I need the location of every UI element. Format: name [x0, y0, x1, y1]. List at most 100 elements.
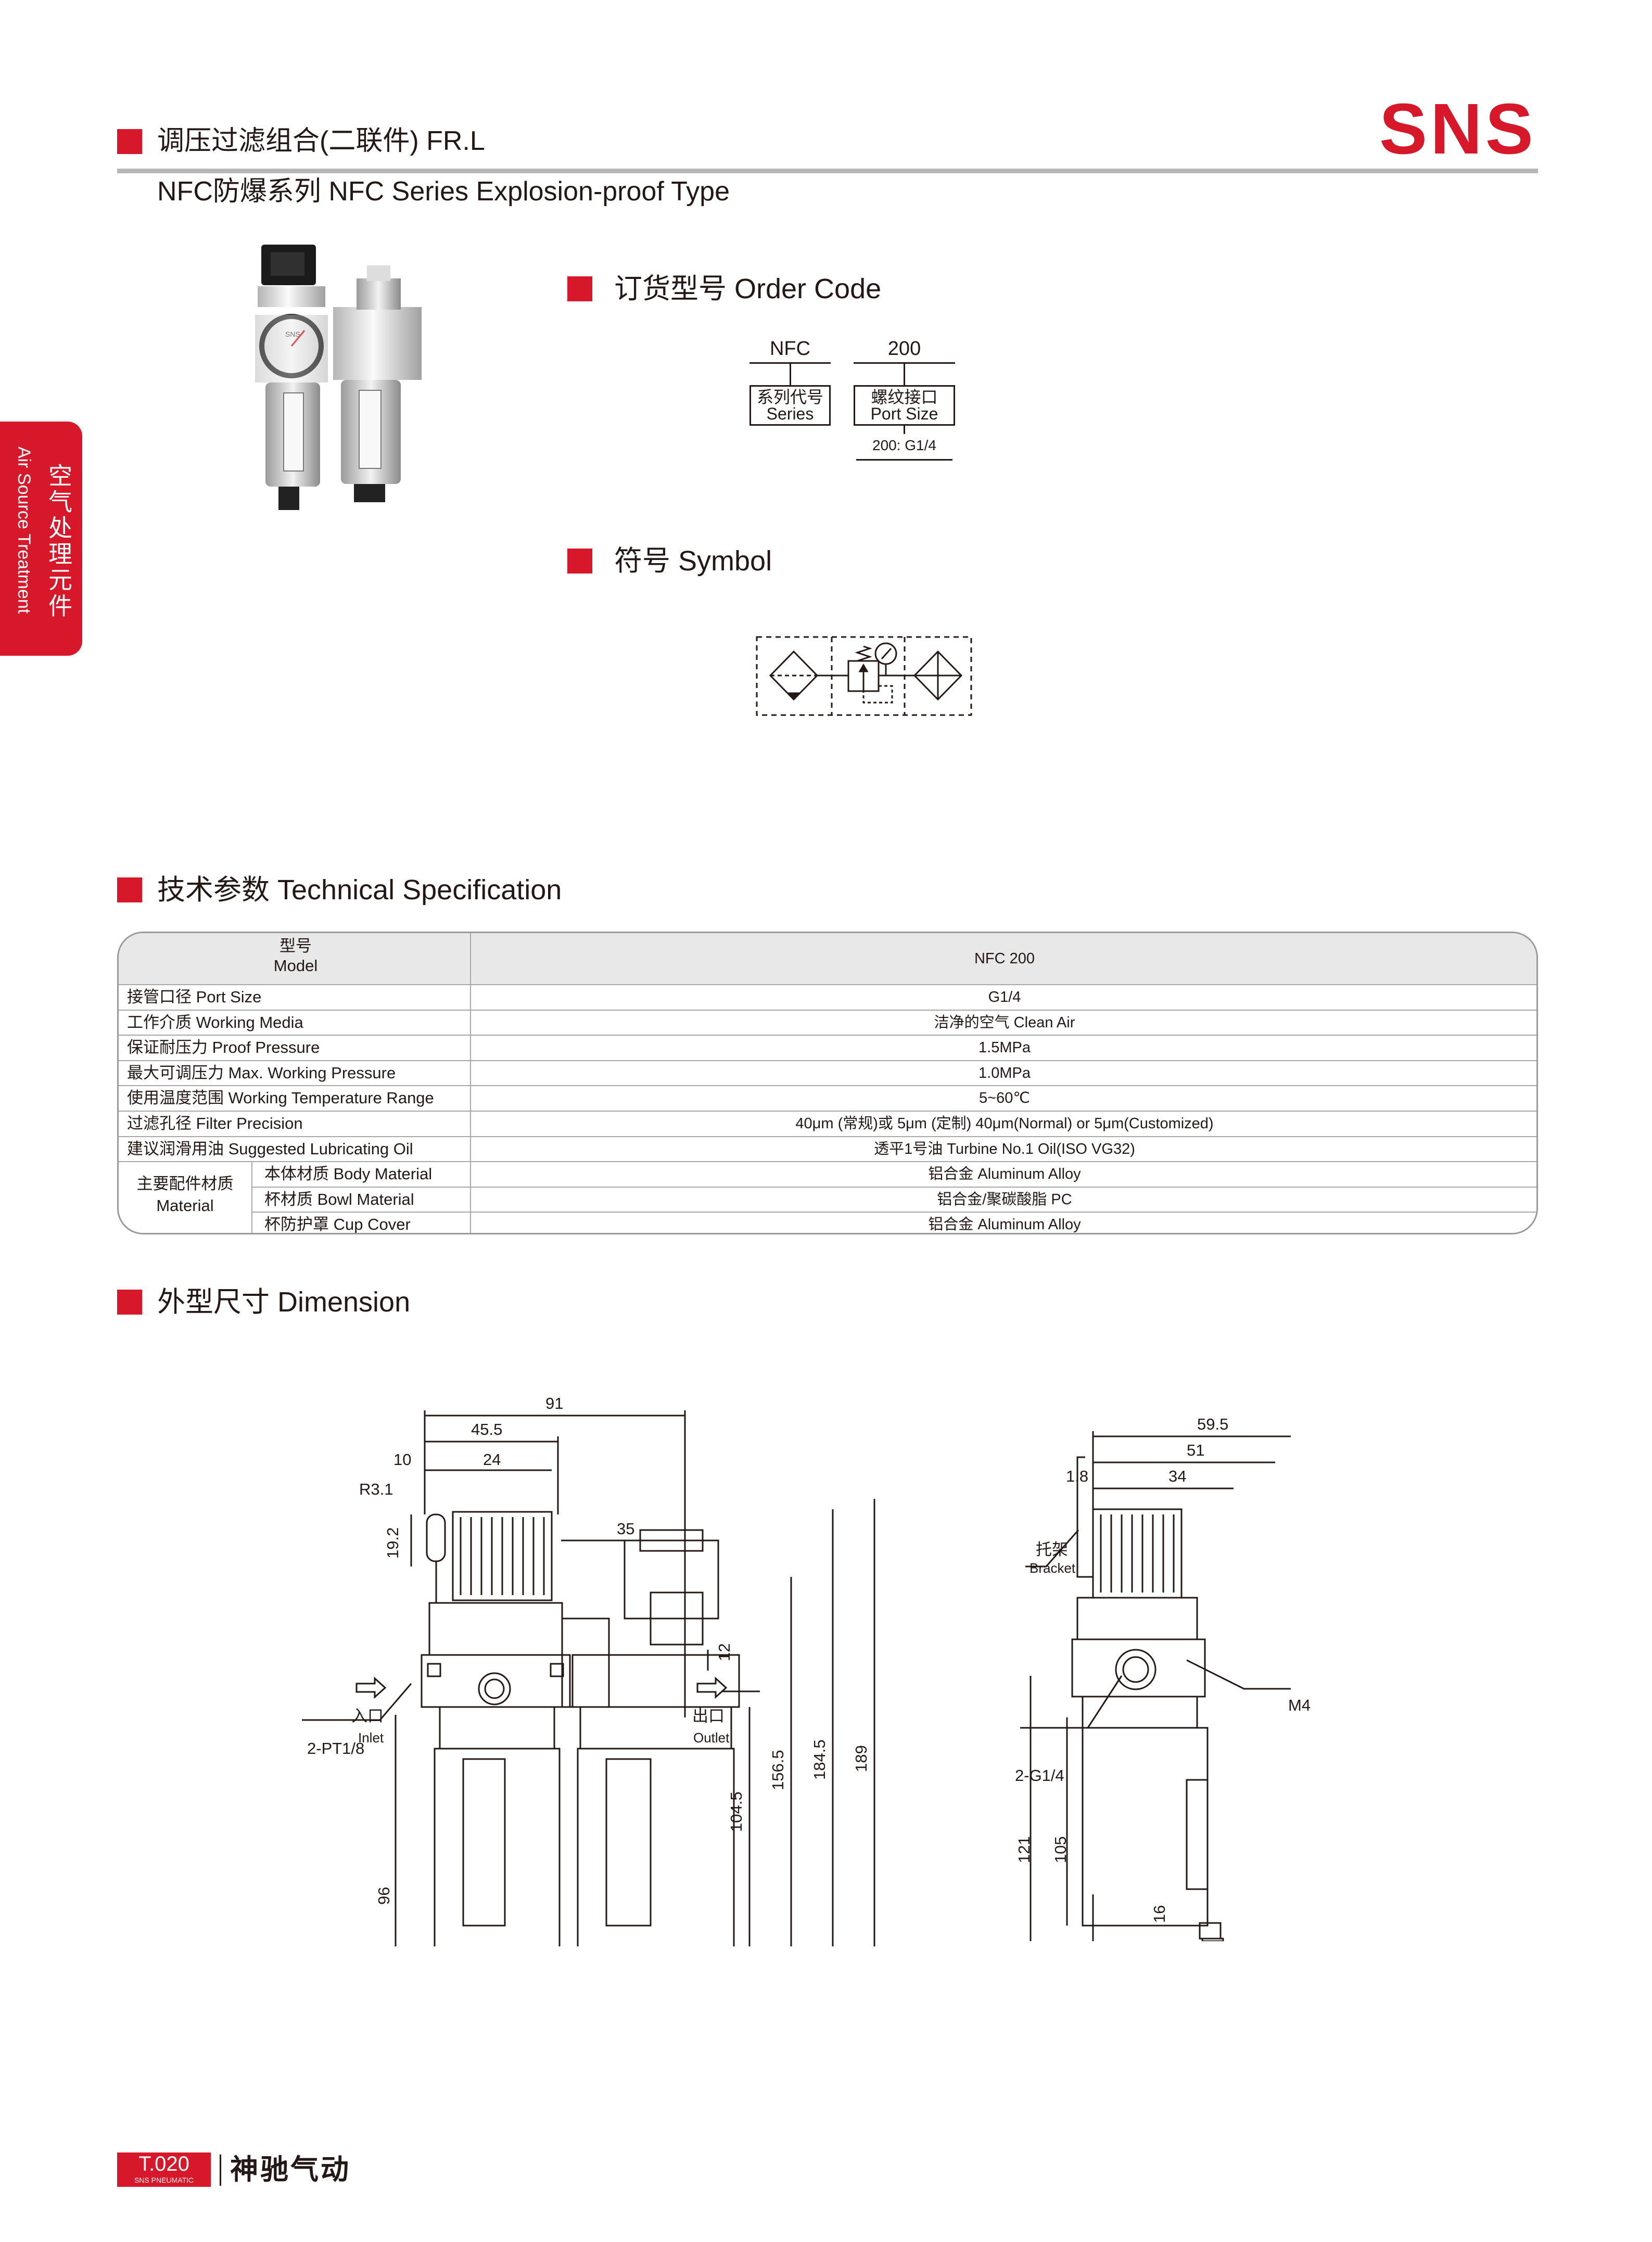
spec-row: 接管口径 Port Size G1/4: [119, 984, 1536, 1010]
material-row-value: 铝合金 Aluminum Alloy: [928, 1216, 1081, 1233]
symbol-marker: [567, 549, 592, 574]
order-code-marker: [567, 276, 592, 301]
series-code-stem: [790, 362, 791, 385]
dim-105: 105: [1051, 1836, 1070, 1863]
inlet-cn: 入口: [351, 1707, 384, 1725]
footer-divider: [220, 2155, 221, 2186]
port-code-stem: [904, 362, 905, 385]
dim-189: 189: [852, 1745, 870, 1772]
spec-marker: [117, 877, 142, 902]
spec-row-label: 接管口径 Port Size: [127, 988, 262, 1006]
dim-91: 91: [545, 1395, 563, 1412]
bracket-en: Bracket: [1030, 1560, 1076, 1576]
spec-row-value: 5~60℃: [979, 1090, 1030, 1107]
spec-row-value: 1.0MPa: [979, 1064, 1031, 1081]
outlet-en: Outlet: [693, 1730, 730, 1746]
page-subtitle: NFC防爆系列 NFC Series Explosion-proof Type: [157, 176, 730, 207]
spec-row-label: 最大可调压力 Max. Working Pressure: [127, 1063, 396, 1082]
material-row-label: 杯材质 Bowl Material: [264, 1190, 414, 1208]
thread-m4: M4: [1288, 1696, 1311, 1714]
port-option-underline: [856, 459, 952, 461]
spec-row: 建议润滑用油 Suggested Lubricating Oil 透平1号油 T…: [119, 1136, 1536, 1162]
dim-156-5: 156.5: [769, 1750, 787, 1790]
dim-51: 51: [1187, 1441, 1204, 1459]
material-row-value: 铝合金/聚碳酸脂 PC: [937, 1191, 1072, 1208]
spec-row-label: 使用温度范围 Working Temperature Range: [127, 1089, 434, 1107]
spec-row: 使用温度范围 Working Temperature Range 5~60℃: [119, 1085, 1536, 1111]
spec-column-divider: [470, 933, 471, 1233]
dim-59-5: 59.5: [1197, 1416, 1228, 1433]
port-option: 200: G1/4: [872, 437, 936, 453]
pneumatic-symbol: [756, 636, 972, 716]
dim-1-8: 1.8: [1066, 1467, 1088, 1485]
dim-24: 24: [483, 1450, 501, 1469]
dimension-heading: 外型尺寸 Dimension: [157, 1286, 411, 1318]
side-tab-en: Air Source Treatment: [14, 447, 34, 614]
dim-34: 34: [1168, 1467, 1186, 1485]
port-code-value: 200: [887, 338, 921, 360]
spec-table-header: 型号 Model NFC 200: [119, 933, 1536, 984]
spec-table: 型号 Model NFC 200 接管口径 Port Size G1/4 工作介…: [117, 932, 1538, 1234]
material-group-label-cn: 主要配件材质: [136, 1175, 234, 1193]
port-g14: 2-G1/4: [1015, 1766, 1064, 1785]
dim-19-2: 19.2: [384, 1527, 402, 1559]
side-tab-cn: 空气处理元件: [45, 463, 72, 619]
dim-121: 121: [1015, 1836, 1033, 1863]
spec-row: 过滤孔径 Filter Precision 40μm (常规)或 5μm (定制…: [119, 1111, 1536, 1136]
title-marker: [117, 129, 142, 154]
spec-row-label: 建议润滑用油 Suggested Lubricating Oil: [127, 1139, 413, 1158]
port-label-en: Port Size: [870, 404, 938, 423]
dim-10: 10: [393, 1450, 411, 1469]
material-row-label: 杯防护罩 Cup Cover: [264, 1215, 411, 1234]
model-value: NFC 200: [974, 950, 1035, 967]
dim-12: 12: [715, 1644, 733, 1661]
dim-r3-1: R3.1: [359, 1480, 393, 1498]
dim-16: 16: [1150, 1905, 1168, 1923]
dim-35: 35: [617, 1520, 634, 1538]
brand-logo: SNS: [1379, 89, 1536, 169]
material-group-label-en: Material: [156, 1196, 214, 1215]
spec-row-value: 1.5MPa: [979, 1039, 1031, 1056]
front-view-drawing: 91 45.5 10 24 R3.1 35 19.2 12 入口 Inlet 出…: [302, 1395, 875, 1946]
spec-row: 保证耐压力 Proof Pressure 1.5MPa: [119, 1035, 1536, 1060]
page-number-box: T.020 SNS PNEUMATIC: [117, 2152, 211, 2187]
dim-45-5: 45.5: [471, 1420, 502, 1438]
footer-sub: SNS PNEUMATIC: [134, 2176, 194, 2184]
side-view-drawing: 59.5 51 1.8 34 托架 Bracket M4 2-G1/4 121 …: [1015, 1416, 1311, 1941]
material-row: 杯防护罩 Cup Cover 铝合金 Aluminum Alloy: [251, 1212, 1536, 1234]
spec-row-label: 工作介质 Working Media: [127, 1013, 303, 1031]
spec-row-value: 透平1号油 Turbine No.1 Oil(ISO VG32): [874, 1140, 1135, 1157]
port-pt: 2-PT1/8: [307, 1739, 364, 1757]
product-photo: SNS: [255, 245, 422, 510]
header-divider: [117, 169, 1538, 173]
dimension-marker: [117, 1290, 142, 1315]
series-code-value: NFC: [769, 338, 811, 360]
dim-104-5: 104.5: [727, 1791, 745, 1832]
bracket-cn: 托架: [1036, 1540, 1068, 1559]
spec-row: 工作介质 Working Media 洁净的空气 Clean Air: [119, 1009, 1536, 1035]
port-label-cn: 螺纹接口: [871, 388, 938, 406]
material-row: 本体材质 Body Material 铝合金 Aluminum Alloy: [119, 1161, 1536, 1187]
spec-row: 最大可调压力 Max. Working Pressure 1.0MPa: [119, 1060, 1536, 1086]
page-title: 调压过滤组合(二联件) FR.L: [157, 126, 485, 156]
spec-row-value: 洁净的空气 Clean Air: [934, 1014, 1075, 1031]
model-label-cn: 型号: [279, 937, 312, 955]
material-row: 杯材质 Bowl Material 铝合金/聚碳酸脂 PC: [251, 1186, 1536, 1212]
section-side-tab: 空气处理元件 Air Source Treatment: [0, 422, 82, 656]
symbol-heading: 符号 Symbol: [614, 545, 772, 577]
dim-96: 96: [375, 1887, 393, 1905]
footer-company: 神驰气动: [230, 2154, 351, 2185]
series-code-box: 系列代号 Series: [749, 385, 831, 426]
material-row-label: 本体材质 Body Material: [264, 1165, 433, 1183]
page-number: T.020: [138, 2152, 189, 2175]
spec-heading: 技术参数 Technical Specification: [157, 874, 562, 906]
series-label-en: Series: [766, 404, 814, 423]
material-group-divider: [251, 1161, 252, 1233]
order-code-heading: 订货型号 Order Code: [614, 273, 882, 304]
inlet-en: Inlet: [358, 1730, 384, 1746]
series-label-cn: 系列代号: [756, 388, 823, 406]
spec-row-label: 过滤孔径 Filter Precision: [127, 1114, 303, 1132]
model-label-en: Model: [273, 957, 318, 975]
material-row-value: 铝合金 Aluminum Alloy: [928, 1166, 1081, 1183]
spec-row-value: G1/4: [988, 989, 1021, 1005]
